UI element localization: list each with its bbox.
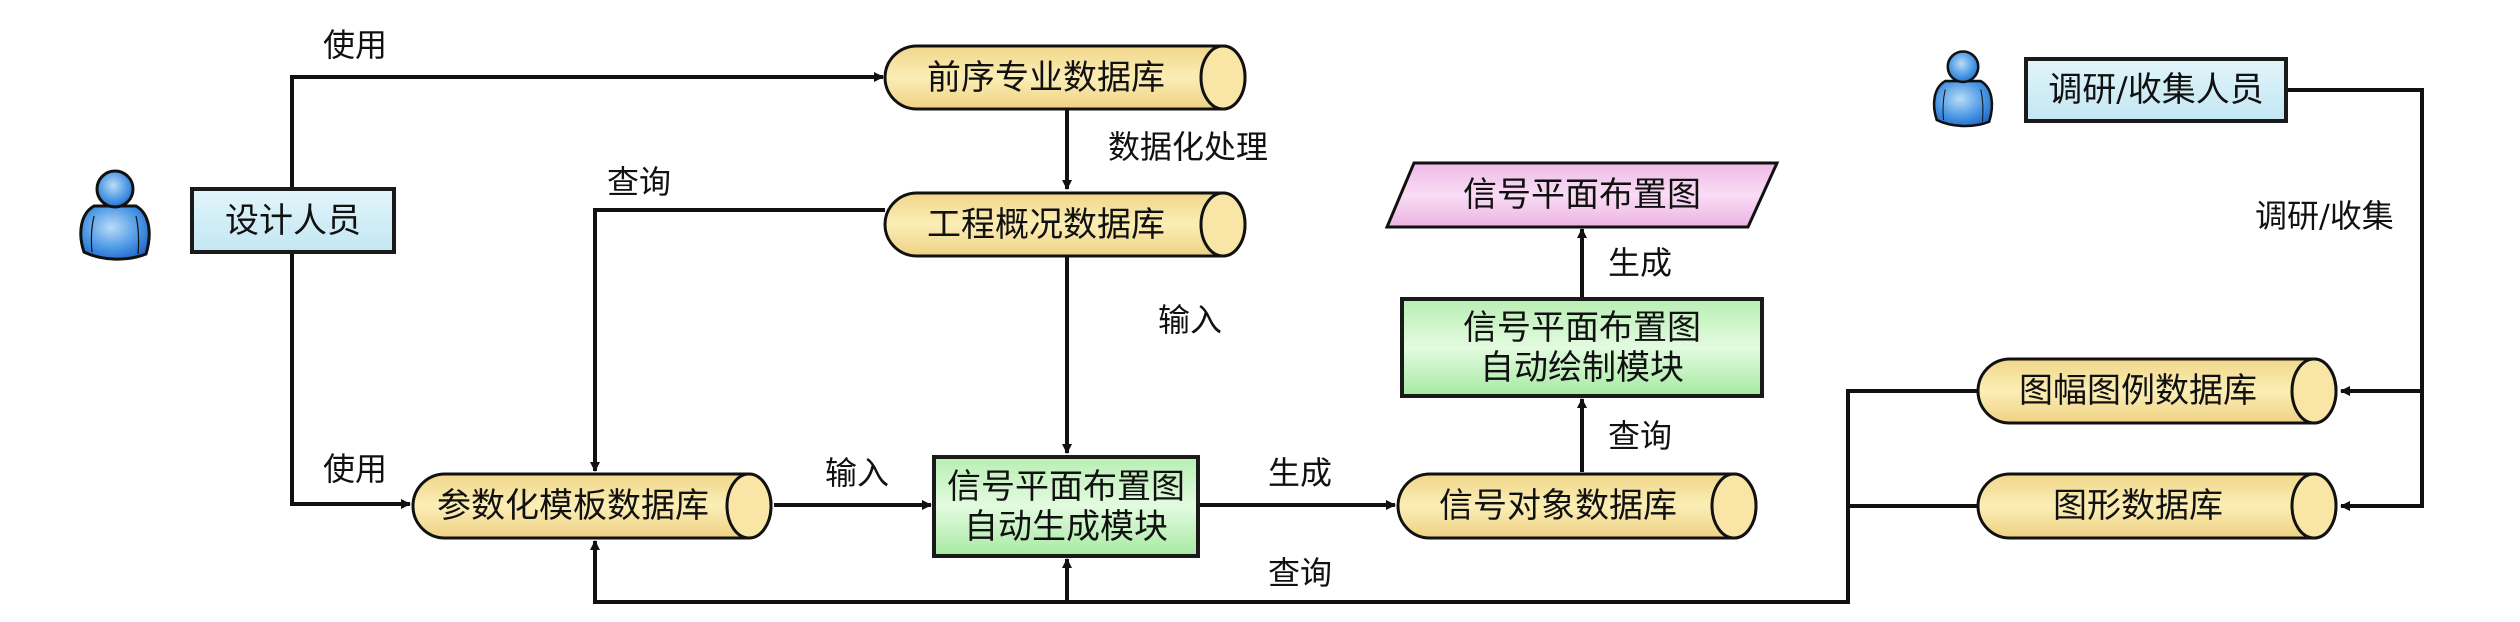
prior-specialty-db[interactable]: 前序专业数据库 (883, 44, 1249, 111)
signal-layout-output[interactable]: 信号平面布置图 (1384, 161, 1780, 229)
auto-generate-module[interactable]: 信号平面布置图 自动生成模块 (932, 455, 1200, 558)
parametric-template-db-label: 参数化模板数据库 (437, 486, 709, 526)
output-parallelogram-shape (1384, 161, 1780, 229)
database-cylinder-shape (1976, 357, 2338, 425)
auto-draw-module[interactable]: 信号平面布置图 自动绘制模块 (1400, 297, 1764, 398)
edge-label-input-vertical: 输入 (1158, 301, 1223, 339)
edge-label-query-mid: 查询 (1608, 417, 1673, 455)
graphics-db-label: 图形数据库 (2053, 486, 2223, 526)
frame-legend-db-label: 图幅图例数据库 (2019, 371, 2257, 411)
database-cylinder-shape (883, 44, 1247, 111)
designer-label: 设计人员 (225, 200, 361, 241)
edge-label-query-left: 查询 (607, 163, 672, 201)
edge-label-digitize: 数据化处理 (1108, 128, 1269, 166)
signal-object-db[interactable]: 信号对象数据库 (1396, 472, 1760, 540)
auto-draw-module-line1: 信号平面布置图 (1463, 307, 1701, 348)
graphics-db[interactable]: 图形数据库 (1976, 472, 2340, 540)
person-icon (1932, 50, 1994, 128)
edge-label-query-bottom: 查询 (1268, 554, 1333, 592)
auto-draw-module-line2: 自动绘制模块 (1480, 347, 1684, 388)
database-cylinder-shape (883, 191, 1247, 258)
database-cylinder-shape (1976, 472, 2338, 540)
database-cylinder-shape (1396, 472, 1758, 540)
signal-object-db-label: 信号对象数据库 (1439, 486, 1677, 526)
edge-label-research-collect: 调研/收集 (2255, 197, 2394, 235)
edge-researcher-to-graphics-db (2340, 391, 2424, 511)
edge-label-use-bottom: 使用 (323, 450, 388, 488)
edge-overview-to-template (590, 208, 885, 472)
edge-designer-to-template-db (290, 253, 411, 509)
prior-specialty-db-label: 前序专业数据库 (927, 57, 1165, 98)
project-overview-db-label: 工程概况数据库 (927, 204, 1165, 245)
researcher-node[interactable]: 调研/收集人员 (2024, 57, 2288, 123)
auto-generate-module-line1: 信号平面布置图 (947, 466, 1185, 507)
edge-query-bus (590, 389, 1977, 604)
frame-legend-db[interactable]: 图幅图例数据库 (1976, 357, 2340, 425)
parametric-template-db[interactable]: 参数化模板数据库 (411, 472, 775, 540)
signal-layout-output-label: 信号平面布置图 (1463, 175, 1701, 215)
person-icon (79, 169, 151, 261)
auto-generate-module-line2: 自动生成模块 (964, 506, 1168, 547)
researcher-label: 调研/收集人员 (2048, 70, 2264, 110)
edge-label-generate-top: 生成 (1608, 244, 1673, 282)
designer-node[interactable]: 设计人员 (190, 187, 396, 254)
edge-researcher-to-frame-db (2288, 88, 2424, 396)
edge-label-generate-bottom: 生成 (1268, 454, 1333, 492)
edge-label-input-horizontal: 输入 (825, 454, 890, 492)
edge-designer-to-prior-db (290, 72, 884, 187)
database-cylinder-shape (411, 472, 773, 540)
project-overview-db[interactable]: 工程概况数据库 (883, 191, 1249, 258)
edge-label-use-top: 使用 (323, 26, 388, 64)
